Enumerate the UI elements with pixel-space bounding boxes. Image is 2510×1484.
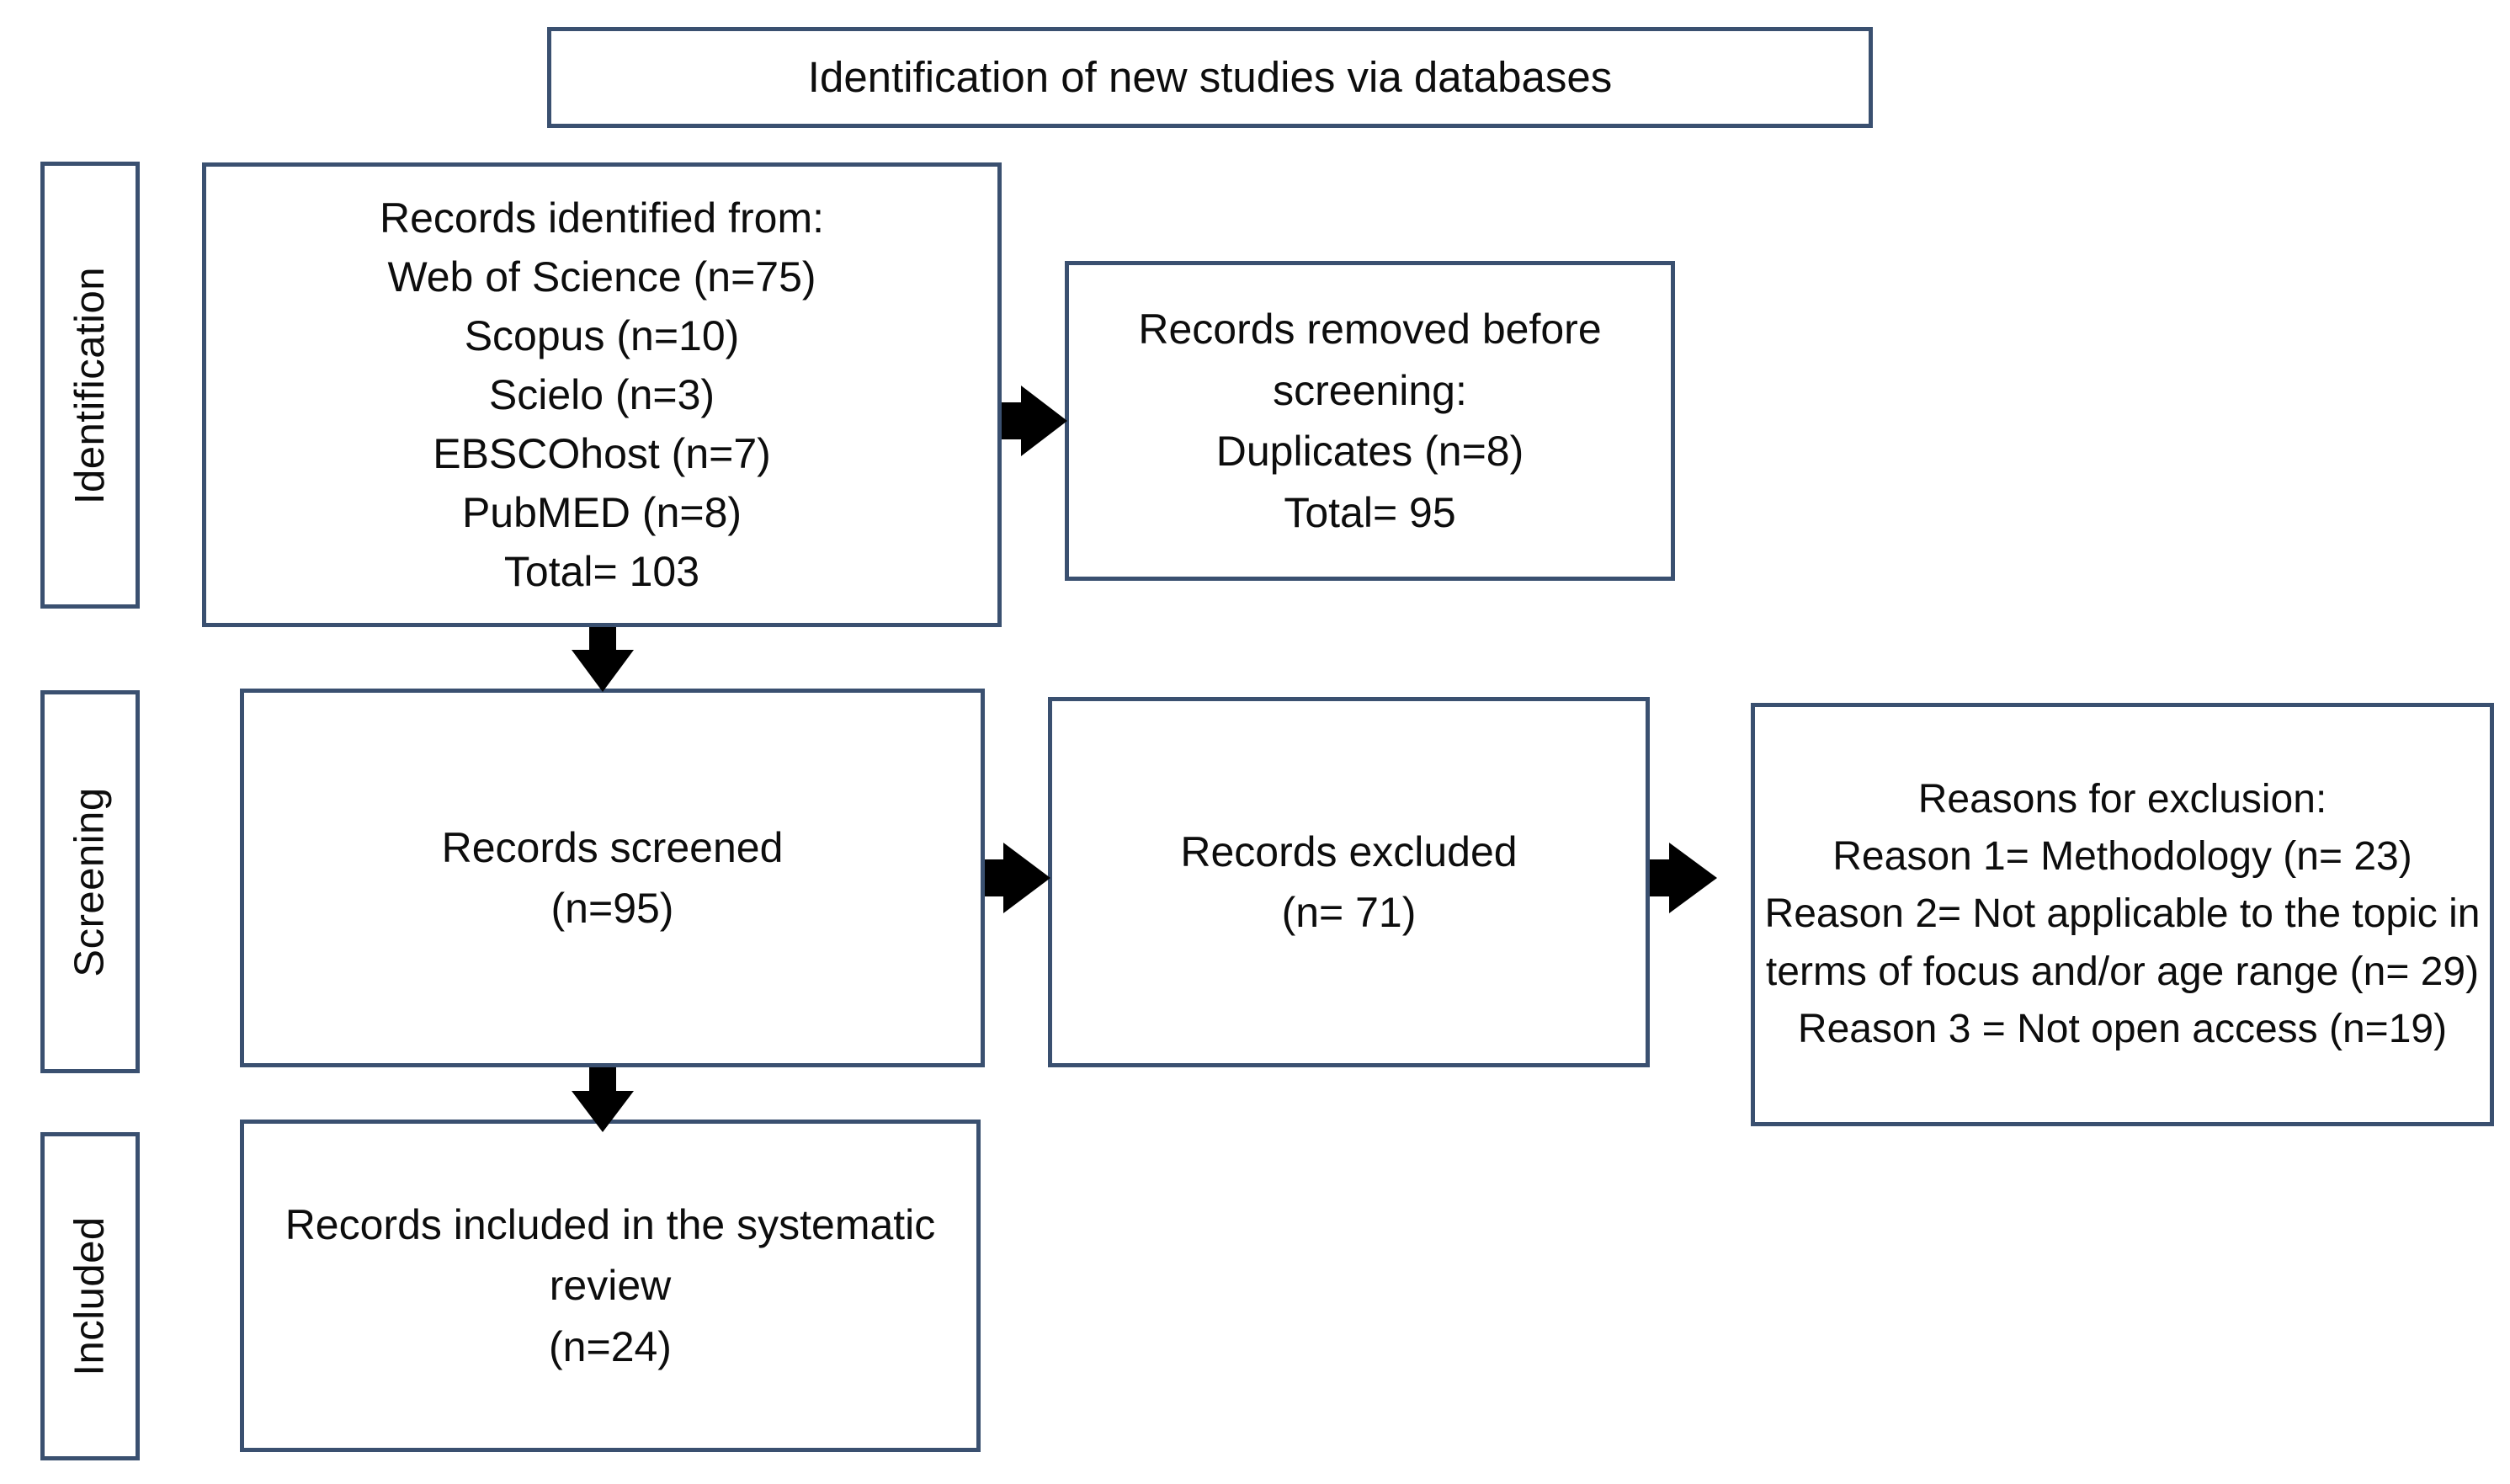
diagram-title-box: Identification of new studies via databa…: [547, 27, 1873, 128]
records-identified-box: Records identified from: Web of Science …: [202, 162, 1002, 627]
stage-label-screening: Screening: [67, 786, 113, 977]
stage-label-included: Included: [67, 1216, 114, 1376]
stage-label-identification: Identification: [67, 266, 113, 504]
arrow-excluded-to-reasons: [1650, 843, 1717, 913]
records-removed-box: Records removed before screening: Duplic…: [1065, 261, 1675, 581]
arrow-screened-to-excluded: [985, 843, 1050, 913]
exclusion-reasons-box: Reasons for exclusion: Reason 1= Methodo…: [1751, 703, 2494, 1126]
records-screened-text: Records screened (n=95): [441, 823, 784, 933]
records-excluded-text: Records excluded (n= 71): [1180, 827, 1518, 937]
stage-box-included: Included: [40, 1132, 140, 1460]
diagram-title: Identification of new studies via databa…: [807, 52, 1613, 101]
exclusion-reasons-text: Reasons for exclusion: Reason 1= Methodo…: [1764, 777, 2481, 1051]
records-identified-text: Records identified from: Web of Science …: [379, 194, 824, 595]
records-removed-text: Records removed before screening: Duplic…: [1138, 306, 1602, 536]
stage-box-screening: Screening: [40, 690, 140, 1073]
records-screened-box: Records screened (n=95): [240, 689, 985, 1067]
stage-box-identification: Identification: [40, 162, 140, 609]
arrow-identified-to-removed: [1002, 386, 1067, 456]
records-excluded-box: Records excluded (n= 71): [1048, 697, 1650, 1067]
records-included-box: Records included in the systematic revie…: [240, 1120, 981, 1452]
records-included-text: Records included in the systematic revie…: [285, 1200, 936, 1370]
arrow-identified-to-screened: [572, 627, 634, 692]
